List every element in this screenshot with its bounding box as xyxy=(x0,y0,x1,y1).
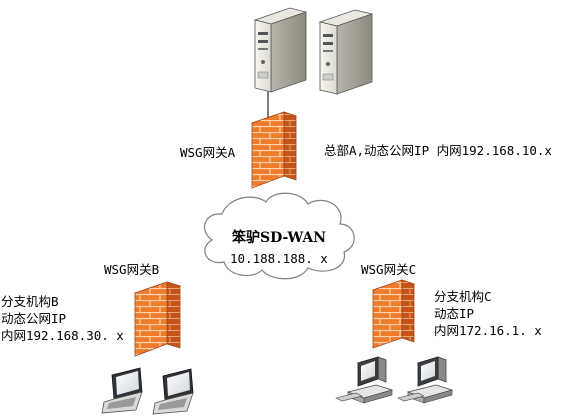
server-icon xyxy=(253,7,308,93)
branch-b-name: 分支机构B xyxy=(1,294,59,309)
gateway-c-label: WSG网关C xyxy=(361,262,417,277)
sdwan-title: 笨驴SD-WAN xyxy=(232,230,327,246)
sdwan-subnet: 10.188.188. x xyxy=(230,251,328,266)
gateway-b-label: WSG网关B xyxy=(104,262,160,277)
cloud-icon xyxy=(203,192,355,280)
branch-c-ip-type: 动态IP xyxy=(434,306,475,321)
laptop-icon xyxy=(152,368,194,415)
firewall-icon xyxy=(133,281,182,357)
desktop-computer-icon xyxy=(397,356,454,404)
desktop-computer-icon xyxy=(335,356,394,404)
firewall-icon xyxy=(371,279,416,349)
hq-description: 总部A,动态公网IP 内网192.168.10.x xyxy=(324,143,552,158)
branch-c-name: 分支机构C xyxy=(434,289,492,304)
server-icon xyxy=(318,9,374,95)
gateway-a-label: WSG网关A xyxy=(180,145,236,160)
laptop-icon xyxy=(101,367,143,414)
firewall-icon xyxy=(250,111,298,189)
branch-c-subnet: 内网172.16.1. x xyxy=(434,323,542,338)
branch-b-ip-type: 动态公网IP xyxy=(1,311,67,326)
branch-c-info: 分支机构C 动态IP 内网172.16.1. x xyxy=(434,288,542,339)
branch-b-subnet: 内网192.168.30. x xyxy=(1,328,124,343)
branch-b-info: 分支机构B 动态公网IP 内网192.168.30. x xyxy=(1,293,124,344)
